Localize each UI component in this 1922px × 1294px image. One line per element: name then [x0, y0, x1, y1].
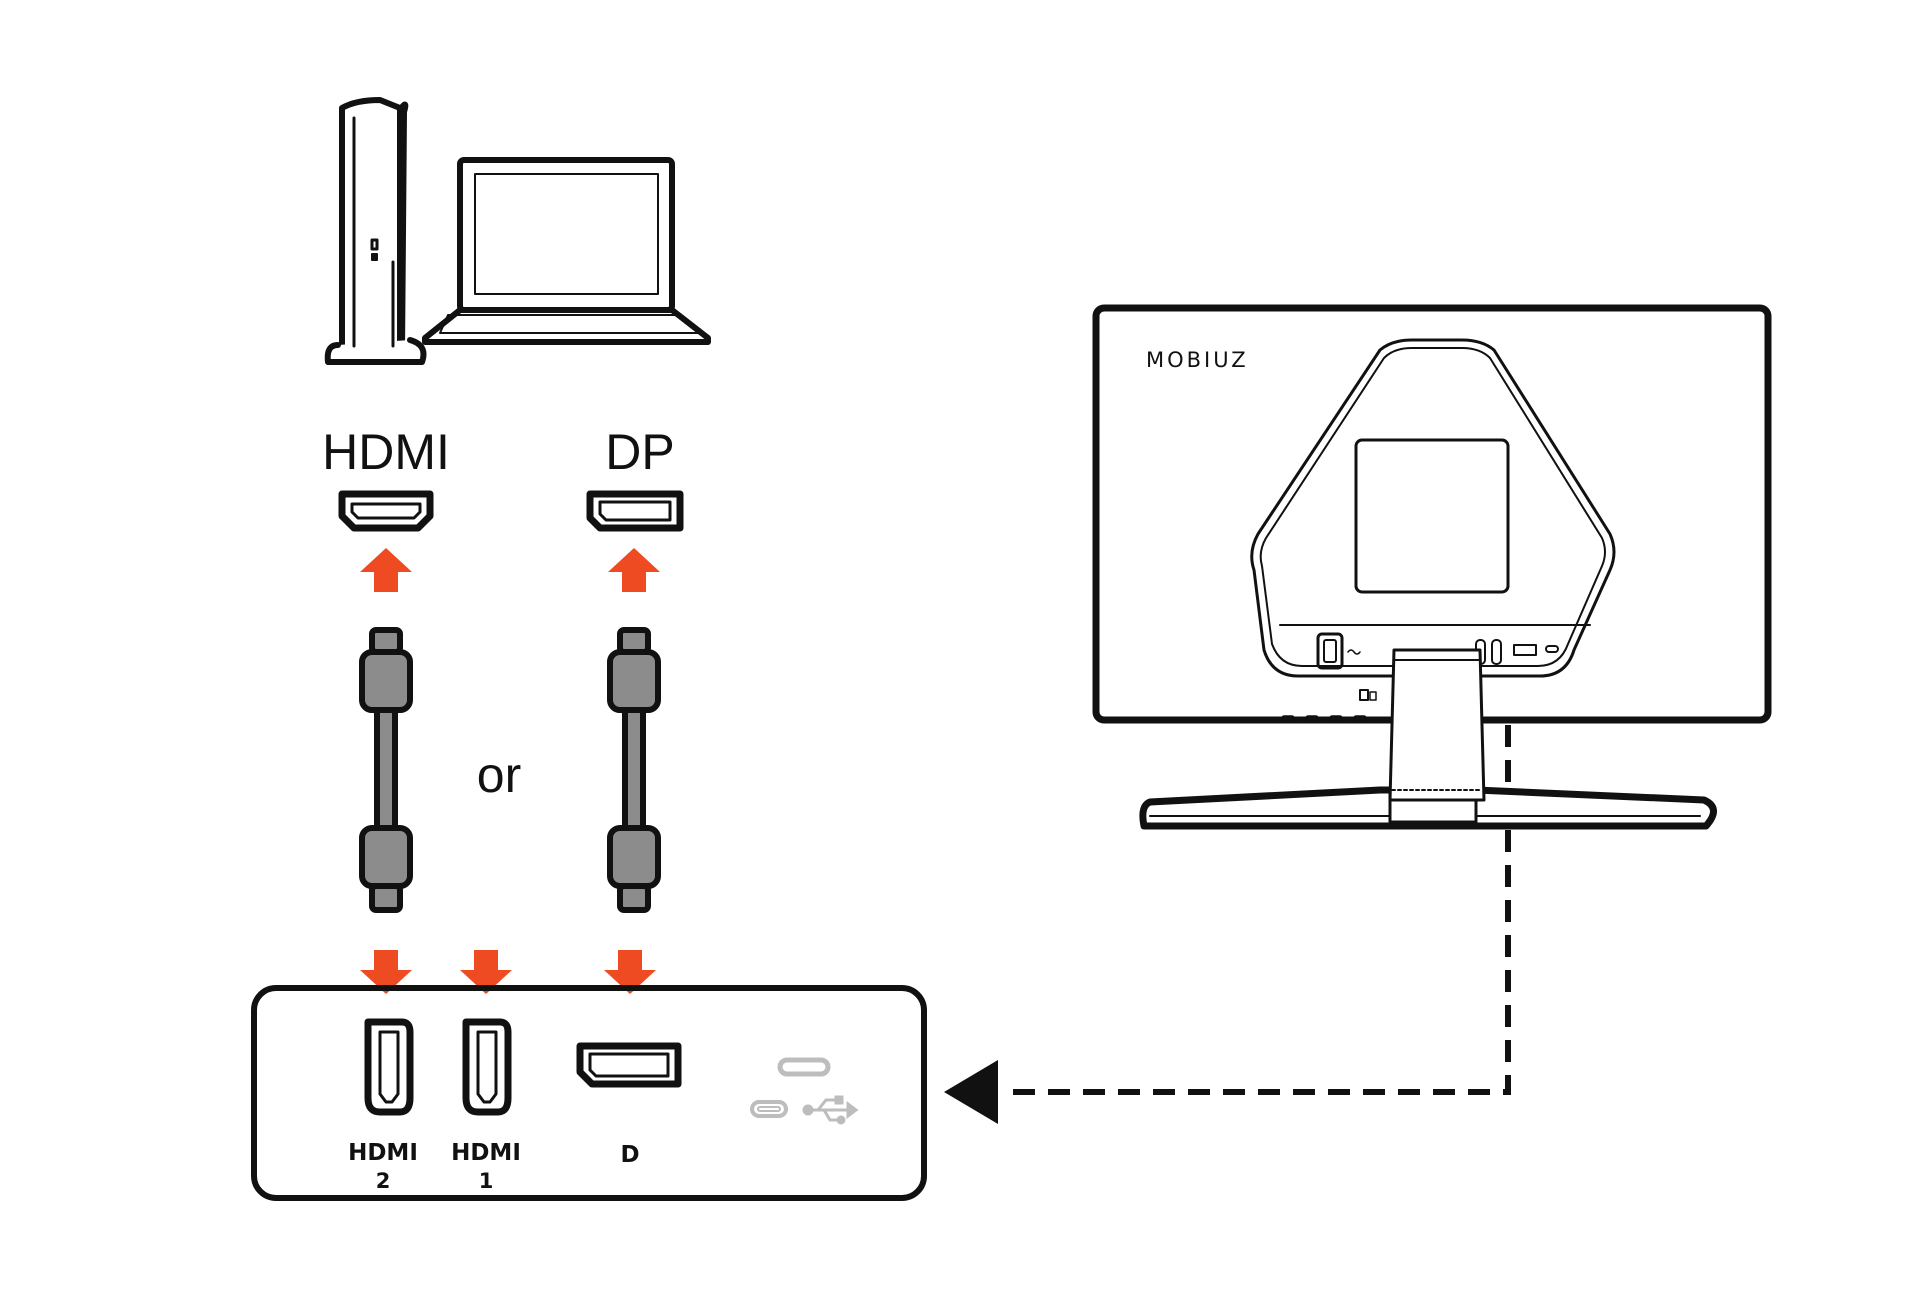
cable-wire — [374, 707, 398, 831]
arrow-down-hdmi-2 — [360, 950, 412, 994]
hdmi-1-number: 1 — [479, 1169, 494, 1193]
hdmi-1-label: HDMI — [451, 1140, 521, 1166]
arrow-down-hdmi-1 — [460, 950, 512, 994]
port-panel: HDMI 2 HDMI 1 D — [251, 985, 927, 1201]
cable-top-tip — [617, 627, 651, 655]
hdmi-2-number: 2 — [376, 1169, 391, 1193]
cable-bottom-body — [359, 825, 413, 889]
game-console-icon — [324, 97, 427, 365]
usb-c-icon — [750, 1057, 831, 1118]
cable-wire — [622, 707, 646, 831]
dp-port — [576, 1042, 682, 1088]
usb-icon — [802, 1095, 859, 1125]
hdmi-connector-icon — [338, 490, 434, 532]
dp-connector-icon — [586, 490, 684, 532]
cable-bottom-tip — [617, 883, 651, 913]
monitor-logo: MOBIUZ — [1146, 348, 1249, 372]
dp-label: DP — [605, 424, 674, 480]
cable-top-body — [359, 649, 413, 713]
hdmi-cable-icon — [359, 627, 413, 913]
cable-bottom-tip — [369, 883, 403, 913]
hdmi-2-port — [364, 1018, 414, 1116]
arrow-up-dp — [608, 548, 660, 592]
cable-top-body — [607, 649, 661, 713]
monitor-back-icon — [1092, 304, 1772, 830]
cable-top-tip — [369, 627, 403, 655]
hdmi-label: HDMI — [322, 424, 450, 480]
dp-port-label: D — [620, 1142, 639, 1168]
laptop-icon — [422, 157, 711, 345]
orange-arrows — [360, 548, 660, 994]
hdmi-1-port — [462, 1018, 512, 1116]
arrow-up-hdmi — [360, 548, 412, 592]
hdmi-2-label: HDMI — [348, 1140, 418, 1166]
dp-cable-icon — [607, 627, 661, 913]
dashed-pointer — [944, 690, 1511, 1124]
cable-bottom-body — [607, 825, 661, 889]
arrow-down-dp — [604, 950, 656, 994]
or-label: or — [477, 747, 521, 803]
